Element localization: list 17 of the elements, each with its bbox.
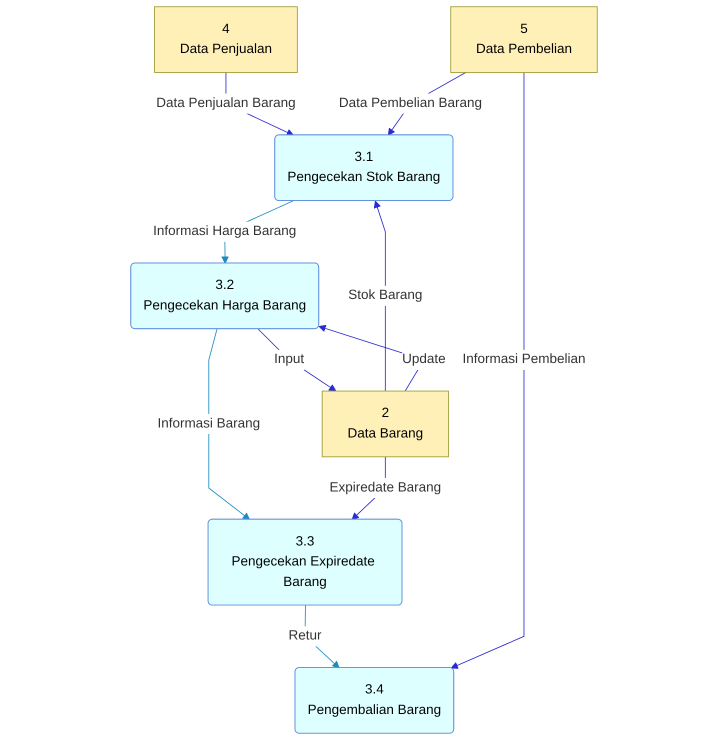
edge-label: Data Penjualan Barang <box>156 96 296 110</box>
arrow <box>208 328 250 520</box>
edge-label: Informasi Pembelian <box>462 352 585 367</box>
edge-label: Data Pembelian Barang <box>338 96 482 110</box>
arrow <box>257 328 336 392</box>
arrow <box>450 72 524 669</box>
edge-label: Informasi Harga Barang <box>152 224 296 239</box>
arrow <box>373 200 386 392</box>
edge-label: Update <box>402 352 446 367</box>
edge-label: Informasi Barang <box>156 416 260 431</box>
edge-label: Input <box>274 352 304 367</box>
edge-label: Stok Barang <box>348 288 422 303</box>
edge-label: Retur <box>288 628 322 644</box>
node-box: 4 Data Penjualan <box>154 6 298 73</box>
edge-label: Expiredate Barang <box>328 480 441 495</box>
node-box: 5 Data Pembelian <box>450 6 598 73</box>
node-box: 2 Data Barang <box>321 390 448 458</box>
